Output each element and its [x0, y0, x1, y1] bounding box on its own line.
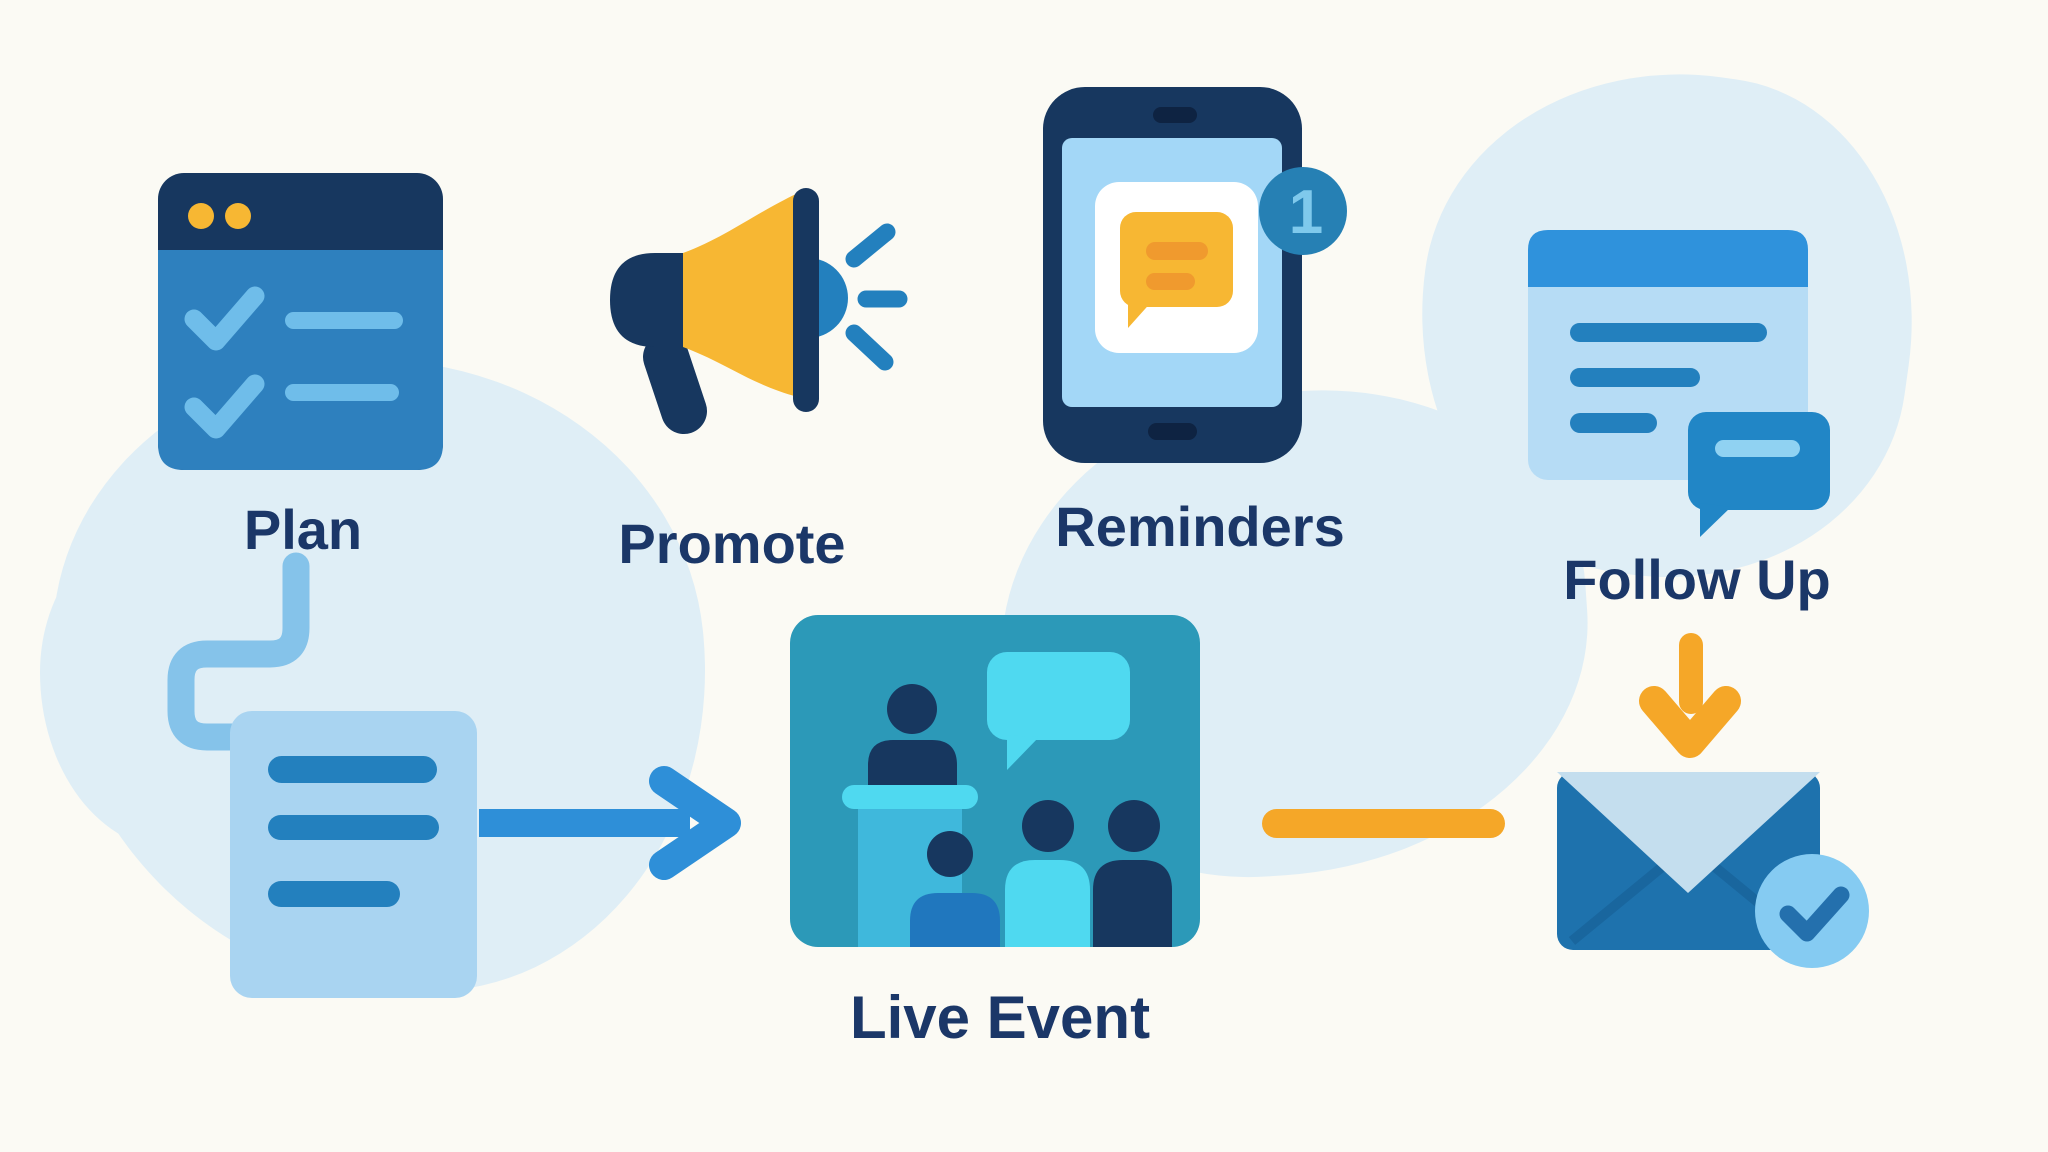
audience-figure: [1093, 800, 1172, 947]
follow-up-label: Follow Up: [1563, 548, 1831, 611]
comment-bubble-icon: [1688, 412, 1830, 537]
text-line: [268, 815, 439, 840]
check-badge-icon: [1755, 854, 1869, 968]
audience-figure: [1005, 800, 1090, 947]
agenda-to-live-event-arrow: [479, 766, 741, 880]
checklist-window-icon: [158, 173, 443, 470]
speech-bubble-icon: [987, 652, 1130, 770]
window-dot-icon: [188, 203, 214, 229]
phone-speaker: [1153, 107, 1197, 123]
follow-up-to-email-arrow: [1639, 633, 1741, 758]
agenda-card: [230, 711, 477, 998]
megaphone-rim: [793, 188, 819, 412]
text-line: [1570, 413, 1657, 433]
notification-badge: 1: [1259, 167, 1347, 255]
text-line: [268, 881, 400, 907]
promote-label: Promote: [618, 512, 846, 575]
presentation-audience-icon: [790, 615, 1200, 947]
reminders-label: Reminders: [1055, 495, 1345, 558]
checklist-row: [184, 286, 403, 351]
text-line: [1570, 368, 1700, 387]
note-card-header: [1528, 230, 1808, 287]
megaphone-icon: [610, 188, 908, 434]
window-dot-icon: [225, 203, 251, 229]
megaphone-handle: [643, 334, 707, 434]
phone-home-slot: [1148, 423, 1197, 440]
envelope-check-icon: [1557, 772, 1869, 968]
window-body: [158, 250, 443, 470]
phone-notification-icon: 1: [1043, 87, 1347, 463]
message-bubble-icon: [1120, 212, 1233, 328]
audience-figure: [910, 831, 1000, 947]
agenda-card-icon: [230, 711, 477, 998]
list-line: [285, 312, 403, 329]
list-line: [285, 384, 399, 401]
megaphone-back: [610, 253, 700, 347]
megaphone-horn: [683, 193, 798, 397]
text-line: [1570, 323, 1767, 342]
document-comment-icon: [1528, 230, 1830, 537]
sound-waves-icon: [845, 223, 908, 371]
checklist-row: [184, 374, 399, 439]
live-event-label: Live Event: [849, 984, 1151, 1051]
notification-badge-count: 1: [1289, 178, 1323, 247]
plan-to-agenda-elbow-line: [167, 552, 310, 751]
envelope-flap: [1557, 772, 1820, 893]
check-icon: [184, 286, 265, 351]
check-icon: [184, 374, 265, 439]
plan-label: Plan: [243, 498, 363, 561]
text-line: [268, 756, 437, 783]
speaker-figure: [868, 684, 957, 787]
envelope-crease: [1568, 863, 1666, 945]
live-event-to-email-bar: [1262, 809, 1505, 838]
